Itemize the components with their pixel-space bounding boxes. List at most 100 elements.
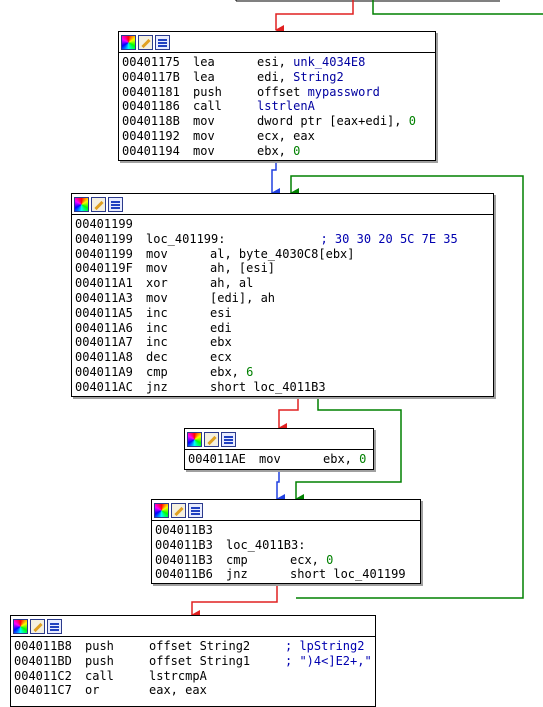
mnemonic: cmp [146,364,168,379]
mnemonic: push [85,639,114,653]
comment: ; 30 30 20 5C 7E 35 [320,231,458,246]
code-line: 00401199 [75,217,493,232]
mnemonic: call [85,668,114,683]
mnemonic: lea [193,55,215,69]
operand-number: 0 [359,452,367,466]
operand-text: esi [210,305,232,320]
rename-edit-icon[interactable] [91,196,106,212]
color-picker-icon[interactable] [13,618,28,634]
address: 00401181 [122,84,180,99]
mnemonic: inc [146,305,168,320]
address: 004011A7 [75,335,133,350]
operands: ecx, eax [257,129,315,144]
address: 004011A5 [75,305,133,320]
operands: short loc_4011B3 [210,380,326,395]
rename-edit-icon[interactable] [171,502,186,518]
rename-edit-icon[interactable] [30,618,45,634]
address: 004011B6 [155,567,213,582]
address: 00401186 [122,99,180,114]
operands: offset mypassword [257,85,380,100]
address: 00401199 [75,231,133,246]
edge-n2-n4-green [295,397,402,504]
label: loc_401199: [146,231,226,246]
operand-text: lstrcmpA [149,668,207,683]
operand-text: ebx, [323,452,360,466]
mnemonic: mov [146,261,168,276]
block-header [119,32,435,53]
operand-text: ah, al [210,276,254,291]
address: 004011B3 [155,523,213,537]
mnemonic: inc [146,335,168,350]
operand-symbol: mypassword [307,84,380,99]
mnemonic [226,523,290,538]
group-nodes-icon[interactable] [108,196,123,212]
address: 004011A3 [75,290,133,305]
edge-top-red [275,0,354,35]
rename-edit-icon[interactable] [204,431,219,447]
operands: ebx, 0 [323,452,366,467]
operands: offset String1 [149,654,277,669]
address: 004011A1 [75,276,133,291]
address: 00401199 [75,246,133,261]
operands: edi [210,321,232,336]
address: 004011AE [188,452,246,466]
address: 004011A8 [75,350,133,365]
group-nodes-icon[interactable] [188,502,203,518]
address: 00401194 [122,143,180,158]
address: 004011BD [14,653,72,668]
mnemonic: mov [146,246,168,261]
group-nodes-icon[interactable] [155,34,170,50]
color-picker-icon[interactable] [74,196,89,212]
operands: ebx, 0 [257,144,300,159]
operand-text: offset String1 [149,653,251,668]
rename-edit-icon[interactable] [138,34,153,50]
operand-text: eax, eax [149,683,207,698]
operand-symbol: String2 [293,69,344,84]
operands: ecx [210,350,232,365]
color-picker-icon[interactable] [121,34,136,50]
color-picker-icon[interactable] [187,431,202,447]
group-nodes-icon[interactable] [221,431,236,447]
operand-text: ecx [210,350,232,365]
operands: ebx, 6 [210,365,253,380]
operand-text: dword ptr [eax+edi], [257,114,409,129]
address: 0040119F [75,261,133,276]
operands: al, byte_4030C8[ebx] [210,247,355,262]
operands: esi [210,306,232,321]
block-header [11,616,375,637]
operands: ecx, 0 [290,553,333,568]
operand-symbol: unk_4034E8 [293,55,366,69]
address: 004011C2 [14,668,72,683]
address: 004011B3 [155,537,213,552]
operand-text: edi [210,320,232,335]
operand-text: short loc_4011B3 [210,379,326,394]
operands: ah, [esi] [210,261,275,276]
mnemonic [146,217,210,232]
operand-number: 0 [326,552,334,567]
color-picker-icon[interactable] [154,502,169,518]
code-line: 004011B3 [155,523,420,538]
mnemonic: mov [193,143,215,158]
code-line: 0040119F mov ah, [esi] [75,261,493,276]
group-nodes-icon[interactable] [47,618,62,634]
